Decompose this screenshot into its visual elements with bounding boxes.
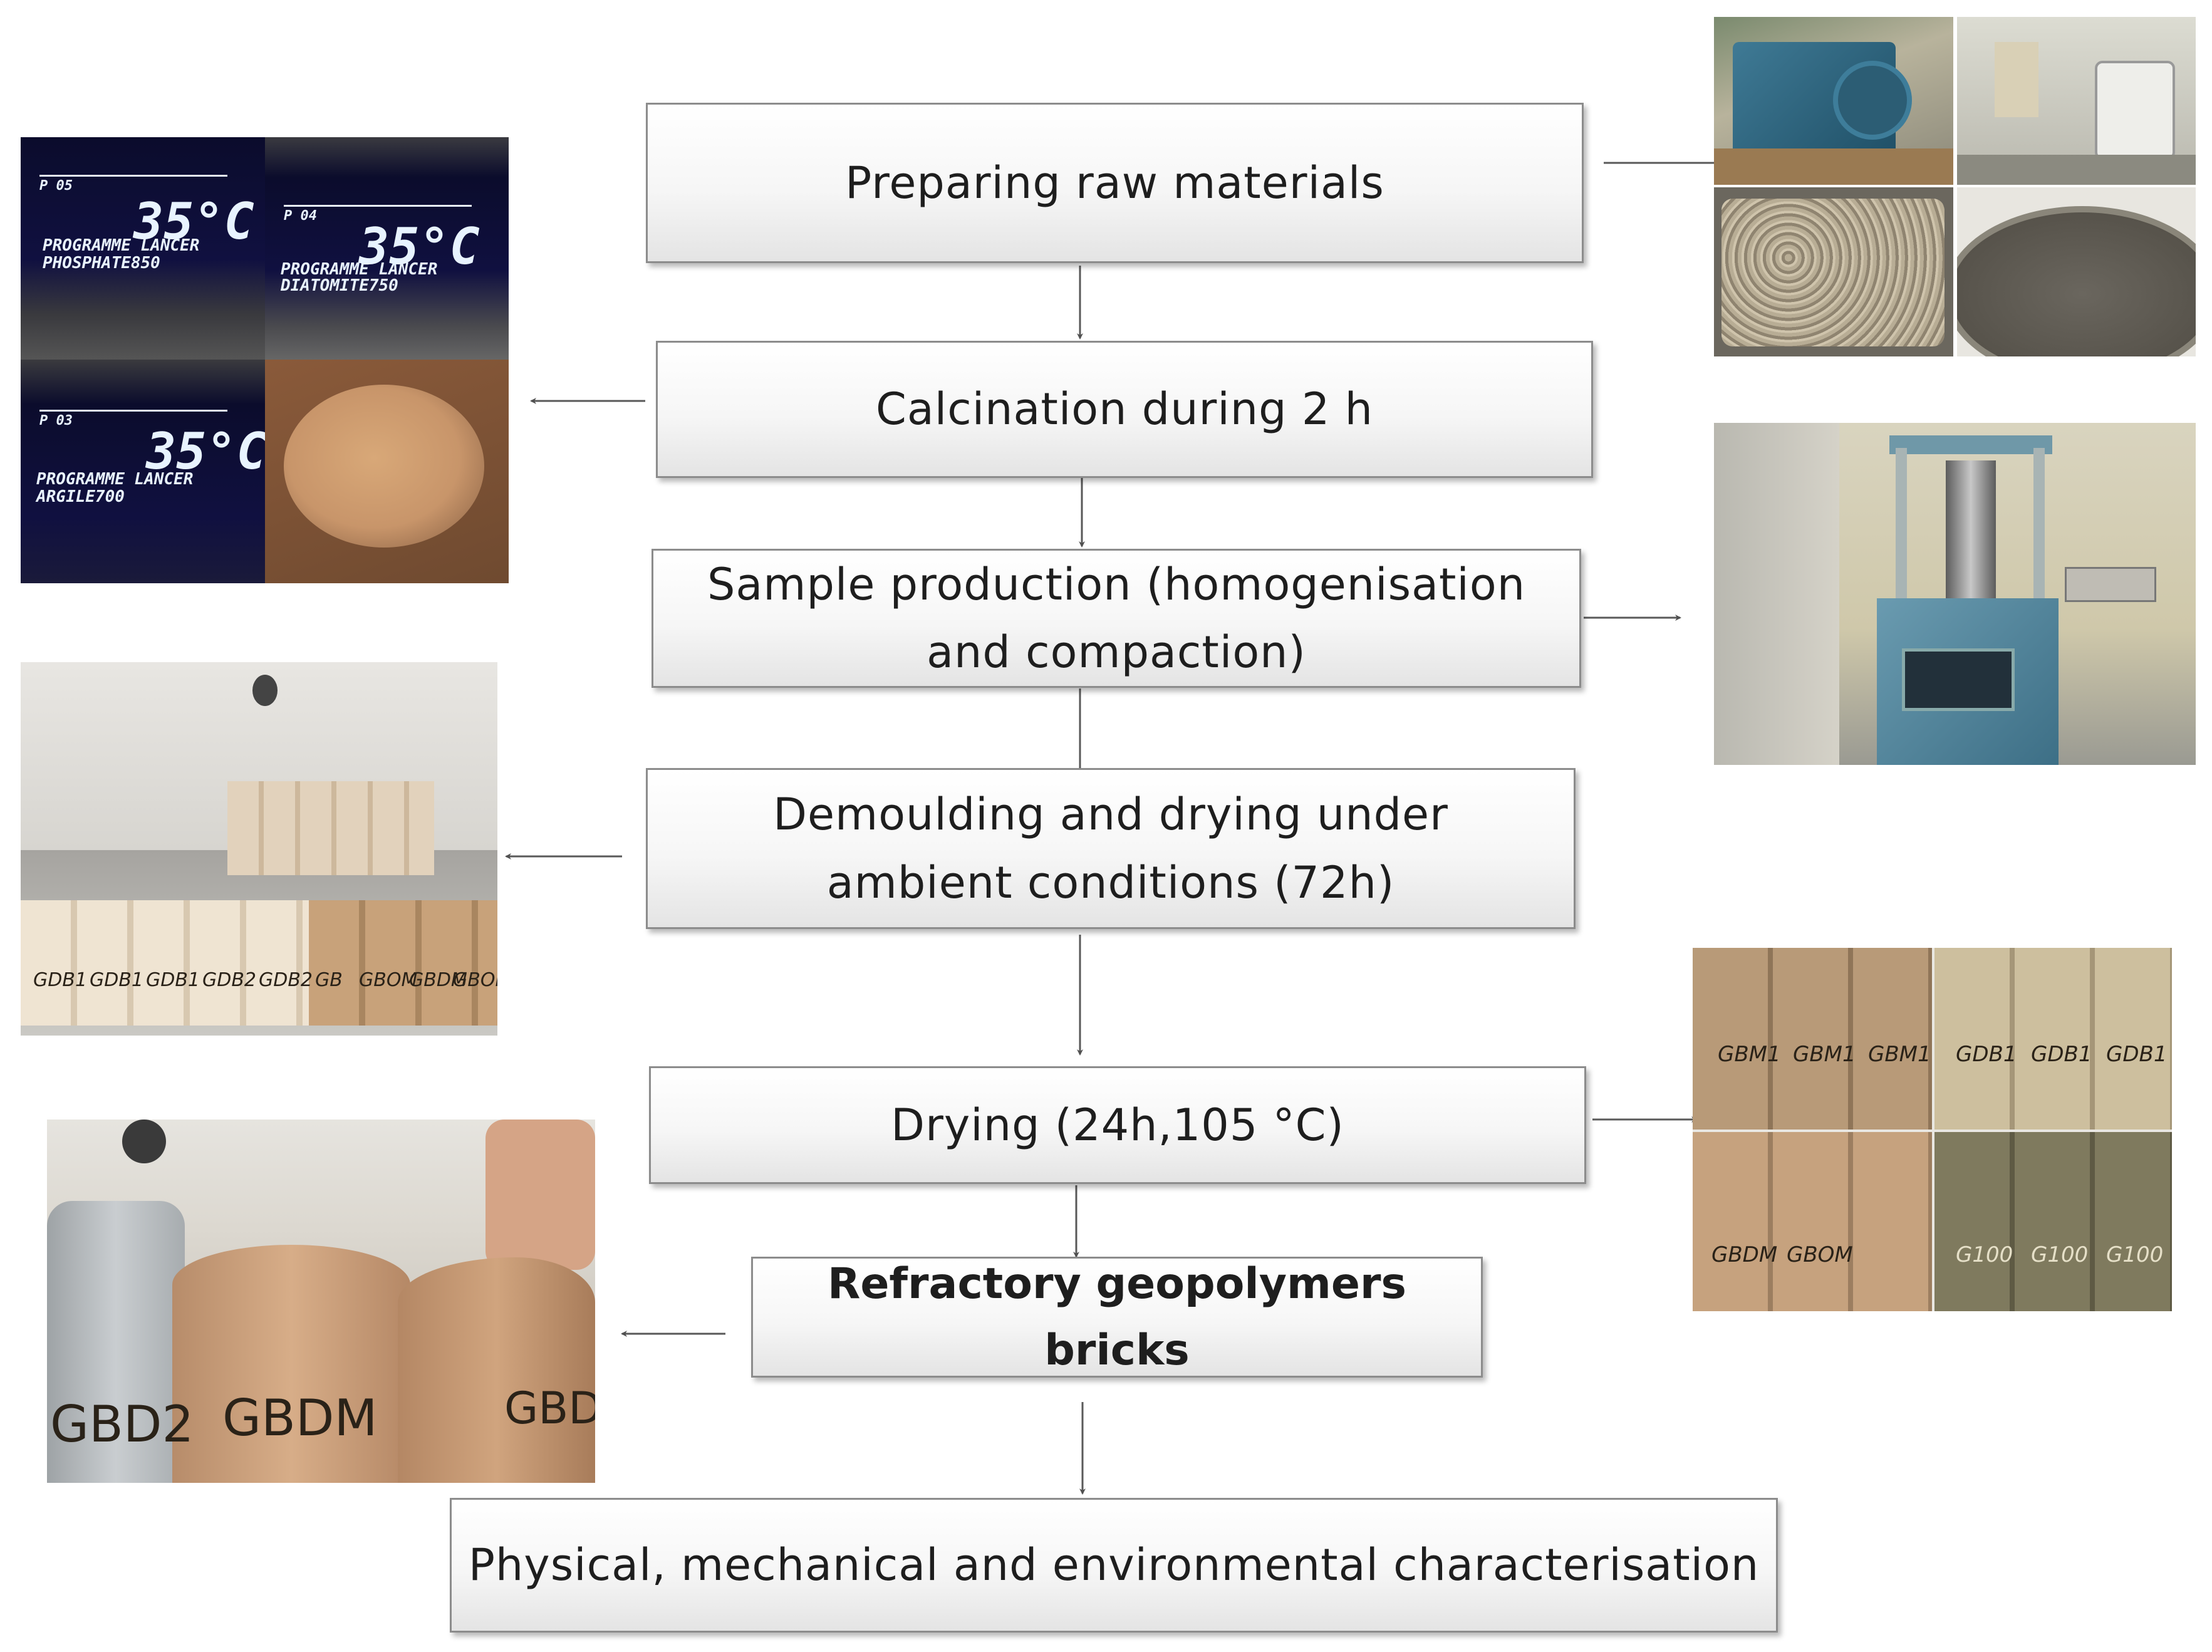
dried-samples-photo: GBM1 GBM1 GBM1 GDB1 GDB1 GDB1 GBDM GBOM … xyxy=(1693,948,2172,1311)
step-demoulding-and-drying: Demoulding and drying under ambient cond… xyxy=(646,768,1576,929)
furnace-display-3: P 03 35°C PROGRAMME LANCER ARGILE700 xyxy=(21,360,265,583)
furnace-display-2: P 04 35°C PROGRAMME LANCER DIATOMITE750 xyxy=(265,137,509,360)
calcined-powder-dish xyxy=(265,360,509,583)
step-drying: Drying (24h,105 °C) xyxy=(649,1066,1586,1184)
step-calcination: Calcination during 2 h xyxy=(656,341,1593,478)
furnace-display-1: P 05 35°C PROGRAMME LANCER PHOSPHATE850 xyxy=(21,137,265,360)
demoulded-samples-photo: GDB1 GDB1 GDB1 GDB2 GDB2 GB GBOM GBDM GB… xyxy=(21,662,497,1036)
compaction-press-photo xyxy=(1714,423,2196,765)
step-refractory-geopolymer-bricks: Refractory geopolymers bricks xyxy=(751,1257,1483,1378)
furnace-displays-photo: P 05 35°C PROGRAMME LANCER PHOSPHATE850 … xyxy=(21,137,509,583)
step-characterisation: Physical, mechanical and environmental c… xyxy=(450,1498,1778,1633)
bricks-closeup-photo: GBD2 GBDM GBD xyxy=(47,1120,595,1483)
step-sample-production: Sample production (homogenisation and co… xyxy=(652,549,1581,688)
step-preparing-raw-materials: Preparing raw materials xyxy=(646,103,1584,263)
raw-materials-photo xyxy=(1714,17,2196,356)
